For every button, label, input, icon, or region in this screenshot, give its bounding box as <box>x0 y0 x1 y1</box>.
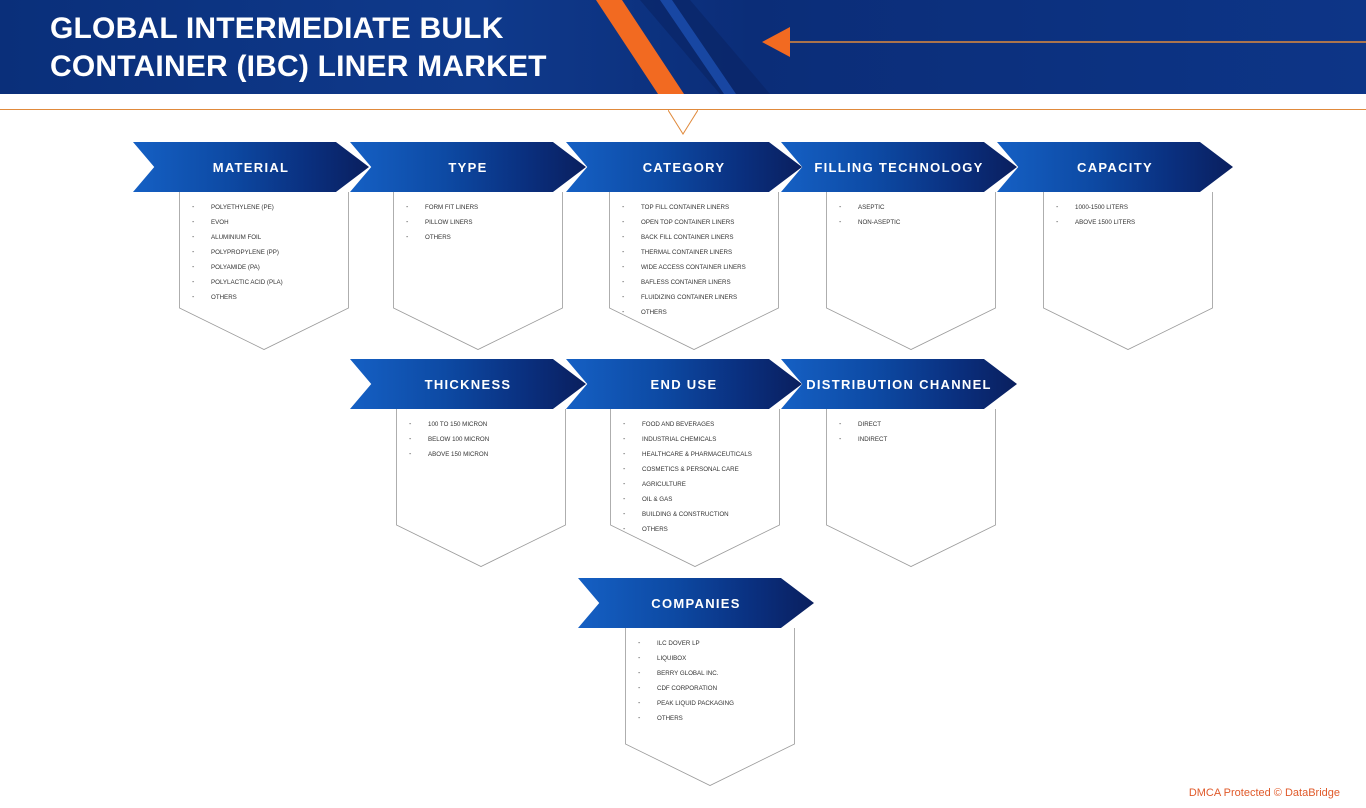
segment-box-material: POLYETHYLENE (PE)EVOHALUMINIUM FOILPOLYP… <box>179 192 351 350</box>
segment-label: FILLING TECHNOLOGY <box>814 159 984 175</box>
list-item: 100 TO 150 MICRON <box>396 417 568 432</box>
segment-item-list: ILC DOVER LPLIQUIBOXBERRY GLOBAL INC.CDF… <box>625 636 797 726</box>
segment-item-list: FOOD AND BEVERAGESINDUSTRIAL CHEMICALSHE… <box>610 417 782 537</box>
banner-arrow-shape <box>781 359 1017 409</box>
banner-arrow-shape <box>566 359 802 409</box>
list-item: NON-ASEPTIC <box>826 215 998 230</box>
segment-box-filling-technology: ASEPTICNON-ASEPTIC <box>826 192 998 350</box>
list-item: INDUSTRIAL CHEMICALS <box>610 432 782 447</box>
segment-label: THICKNESS <box>424 376 512 392</box>
page-title-line-1: GLOBAL INTERMEDIATE BULK <box>50 12 504 45</box>
list-item: EVOH <box>179 215 351 230</box>
segment-label: MATERIAL <box>212 159 290 175</box>
segment-item-list: DIRECTINDIRECT <box>826 417 998 447</box>
list-item: ASEPTIC <box>826 200 998 215</box>
list-item: ILC DOVER LP <box>625 636 797 651</box>
page-title: GLOBAL INTERMEDIATE BULK CONTAINER (IBC)… <box>50 10 547 86</box>
list-item: THERMAL CONTAINER LINERS <box>609 245 781 260</box>
list-item: BACK FILL CONTAINER LINERS <box>609 230 781 245</box>
segment-item-list: 100 TO 150 MICRONBELOW 100 MICRONABOVE 1… <box>396 417 568 462</box>
list-item: 1000-1500 LITERS <box>1043 200 1215 215</box>
list-item: AGRICULTURE <box>610 477 782 492</box>
list-item: WIDE ACCESS CONTAINER LINERS <box>609 260 781 275</box>
segment-item-list: TOP FILL CONTAINER LINERSOPEN TOP CONTAI… <box>609 200 781 320</box>
list-item: OTHERS <box>625 711 797 726</box>
list-item: PILLOW LINERS <box>393 215 565 230</box>
list-item: ABOVE 150 MICRON <box>396 447 568 462</box>
segment-box-companies: ILC DOVER LPLIQUIBOXBERRY GLOBAL INC.CDF… <box>625 628 797 786</box>
list-item: POLYAMIDE (PA) <box>179 260 351 275</box>
list-item: POLYETHYLENE (PE) <box>179 200 351 215</box>
list-item: BERRY GLOBAL INC. <box>625 666 797 681</box>
segment-label: CATEGORY <box>642 159 726 175</box>
segment-box-distribution-channel: DIRECTINDIRECT <box>826 409 998 567</box>
list-item: BUILDING & CONSTRUCTION <box>610 507 782 522</box>
list-item: FOOD AND BEVERAGES <box>610 417 782 432</box>
list-item: OTHERS <box>179 290 351 305</box>
segment-box-type: FORM FIT LINERSPILLOW LINERSOTHERS <box>393 192 565 350</box>
page-title-line-2: CONTAINER (IBC) LINER MARKET <box>50 50 547 83</box>
list-item: BAFLESS CONTAINER LINERS <box>609 275 781 290</box>
segment-box-thickness: 100 TO 150 MICRONBELOW 100 MICRONABOVE 1… <box>396 409 568 567</box>
notch-pointer-icon <box>668 109 698 135</box>
banner-arrow-shape <box>133 142 369 192</box>
banner-arrow-shape <box>578 578 814 628</box>
segment-label: TYPE <box>448 159 488 175</box>
segment-item-list: 1000-1500 LITERSABOVE 1500 LITERS <box>1043 200 1215 230</box>
list-item: HEALTHCARE & PHARMACEUTICALS <box>610 447 782 462</box>
banner-arrow-shape <box>350 359 586 409</box>
list-item: OIL & GAS <box>610 492 782 507</box>
list-item: DIRECT <box>826 417 998 432</box>
header-banner: GLOBAL INTERMEDIATE BULK CONTAINER (IBC)… <box>0 0 1366 94</box>
list-item: LIQUIBOX <box>625 651 797 666</box>
banner-arrow-shape <box>781 142 1017 192</box>
segment-box-category: TOP FILL CONTAINER LINERSOPEN TOP CONTAI… <box>609 192 781 350</box>
list-item: PEAK LIQUID PACKAGING <box>625 696 797 711</box>
segment-box-outline <box>1043 192 1213 350</box>
segment-box-capacity: 1000-1500 LITERSABOVE 1500 LITERS <box>1043 192 1215 350</box>
segment-label: CAPACITY <box>1077 159 1153 175</box>
list-item: ABOVE 1500 LITERS <box>1043 215 1215 230</box>
banner-arrow-shape <box>997 142 1233 192</box>
segment-label: DISTRIBUTION CHANNEL <box>806 376 992 392</box>
list-item: OTHERS <box>393 230 565 245</box>
banner-arrow-shape <box>350 142 586 192</box>
footer-note: DMCA Protected © DataBridge <box>1188 787 1340 799</box>
segment-label: COMPANIES <box>651 595 741 611</box>
segment-item-list: POLYETHYLENE (PE)EVOHALUMINIUM FOILPOLYP… <box>179 200 351 305</box>
list-item: FORM FIT LINERS <box>393 200 565 215</box>
segment-box-outline <box>826 409 996 567</box>
segment-label: END USE <box>650 376 718 392</box>
segment-box-outline <box>826 192 996 350</box>
list-item: POLYPROPYLENE (PP) <box>179 245 351 260</box>
segment-item-list: ASEPTICNON-ASEPTIC <box>826 200 998 230</box>
arrow-left-icon <box>762 27 790 57</box>
list-item: OTHERS <box>610 522 782 537</box>
list-item: POLYLACTIC ACID (PLA) <box>179 275 351 290</box>
list-item: BELOW 100 MICRON <box>396 432 568 447</box>
segment-box-end-use: FOOD AND BEVERAGESINDUSTRIAL CHEMICALSHE… <box>610 409 782 567</box>
list-item: OTHERS <box>609 305 781 320</box>
header-decoration <box>596 0 1366 94</box>
list-item: COSMETICS & PERSONAL CARE <box>610 462 782 477</box>
list-item: TOP FILL CONTAINER LINERS <box>609 200 781 215</box>
segment-item-list: FORM FIT LINERSPILLOW LINERSOTHERS <box>393 200 565 245</box>
header-divider <box>0 109 1366 110</box>
list-item: INDIRECT <box>826 432 998 447</box>
list-item: ALUMINIUM FOIL <box>179 230 351 245</box>
list-item: FLUIDIZING CONTAINER LINERS <box>609 290 781 305</box>
list-item: CDF CORPORATION <box>625 681 797 696</box>
list-item: OPEN TOP CONTAINER LINERS <box>609 215 781 230</box>
banner-arrow-shape <box>566 142 802 192</box>
